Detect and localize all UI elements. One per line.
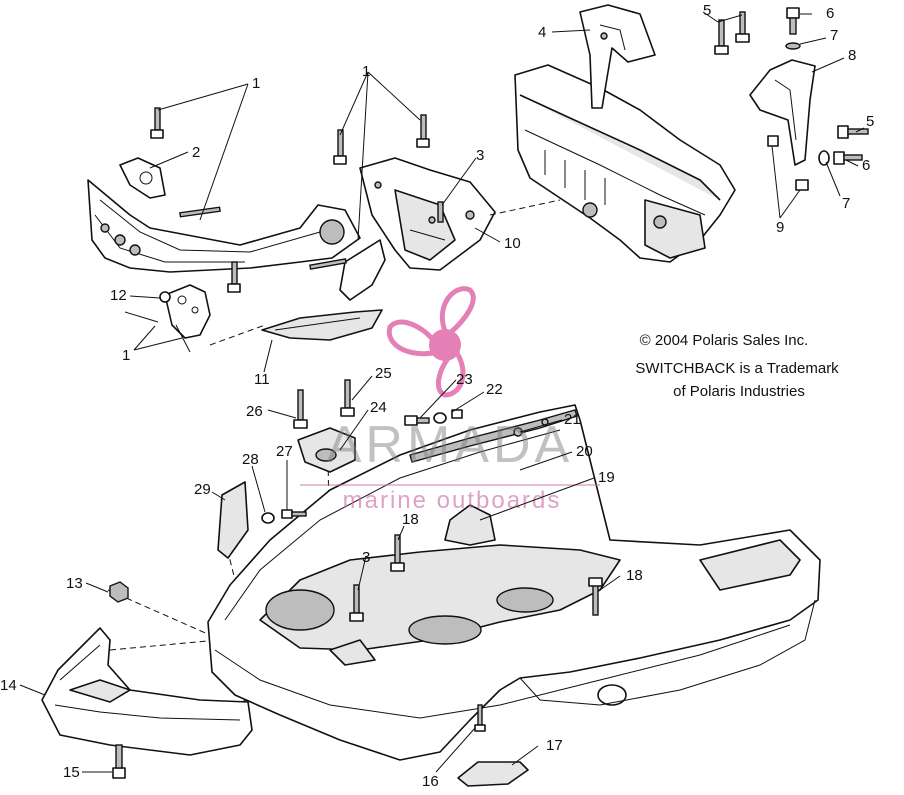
callout-9: 9 bbox=[776, 219, 784, 236]
callout-7: 7 bbox=[830, 27, 838, 44]
assembly-line bbox=[209, 324, 266, 346]
callout-6: 6 bbox=[826, 5, 834, 22]
assembly-line bbox=[107, 589, 211, 636]
support-11 bbox=[261, 239, 386, 341]
fasteners-top-right bbox=[714, 7, 869, 191]
callout-5: 5 bbox=[703, 2, 711, 19]
callout-4: 4 bbox=[538, 24, 546, 41]
callout-3: 3 bbox=[362, 549, 370, 566]
plate-29 bbox=[217, 481, 307, 559]
callout-7: 7 bbox=[842, 195, 850, 212]
callout-18: 18 bbox=[402, 511, 419, 528]
callout-10: 10 bbox=[504, 235, 521, 252]
callout-23: 23 bbox=[456, 371, 473, 388]
callout-8: 8 bbox=[848, 47, 856, 64]
callout-27: 27 bbox=[276, 443, 293, 460]
callout-17: 17 bbox=[546, 737, 563, 754]
callout-1: 1 bbox=[252, 75, 260, 92]
front-frame-left bbox=[87, 157, 361, 273]
bolts-upper-left bbox=[150, 107, 444, 303]
steering-support-10 bbox=[359, 157, 496, 271]
copyright-note: © 2004 Polaris Sales Inc. SWITCHBACK is … bbox=[635, 332, 839, 400]
callout-5: 5 bbox=[866, 113, 874, 130]
bracket-12 bbox=[124, 284, 211, 353]
callout-19: 19 bbox=[598, 469, 615, 486]
parts-22-26 bbox=[293, 379, 463, 473]
callout-1: 1 bbox=[362, 63, 370, 80]
fasteners-13-15 bbox=[109, 581, 129, 779]
callout-16: 16 bbox=[422, 773, 439, 790]
callout-11: 11 bbox=[254, 371, 270, 388]
copyright-text: © 2004 Polaris Sales Inc. bbox=[640, 332, 809, 349]
assembly-line bbox=[489, 199, 561, 216]
bracket-8 bbox=[749, 59, 816, 166]
plate-17 bbox=[457, 761, 529, 787]
callout-28: 28 bbox=[242, 451, 259, 468]
bracket-4 bbox=[579, 4, 656, 109]
callout-3: 3 bbox=[476, 147, 484, 164]
callout-24: 24 bbox=[370, 399, 387, 416]
callout-14: 14 bbox=[0, 677, 17, 694]
trademark-text-1: SWITCHBACK is a Trademark bbox=[635, 360, 839, 377]
callout-18: 18 bbox=[626, 567, 643, 584]
trademark-text-2: of Polaris Industries bbox=[673, 383, 805, 400]
watermark: ARMADA marine outboards bbox=[300, 286, 600, 514]
bolts-18-3 bbox=[349, 534, 603, 732]
callout-20: 20 bbox=[576, 443, 593, 460]
front-bumper-14 bbox=[41, 627, 253, 756]
bracket-2 bbox=[119, 157, 166, 199]
callout-25: 25 bbox=[375, 365, 392, 382]
callout-21: 21 bbox=[564, 411, 581, 428]
callout-12: 12 bbox=[110, 287, 127, 304]
leader-lines bbox=[19, 11, 865, 773]
callout-2: 2 bbox=[192, 144, 200, 161]
watermark-brand: ARMADA bbox=[327, 416, 573, 474]
propeller-logo bbox=[386, 286, 476, 398]
callout-numbers: 1 1 1 2 3 3 4 5 5 6 6 7 7 8 9 10 11 12 1… bbox=[0, 2, 874, 790]
bracket-19 bbox=[444, 504, 496, 546]
callout-29: 29 bbox=[194, 481, 211, 498]
edge-strip-20-21 bbox=[409, 409, 578, 463]
belly-pan bbox=[207, 404, 821, 761]
assembly-line bbox=[109, 639, 219, 651]
callout-13: 13 bbox=[66, 575, 83, 592]
cross-frame bbox=[514, 64, 736, 263]
callout-22: 22 bbox=[486, 381, 503, 398]
callout-15: 15 bbox=[63, 764, 80, 781]
callout-6: 6 bbox=[862, 157, 870, 174]
watermark-tagline: marine outboards bbox=[343, 487, 562, 514]
callout-26: 26 bbox=[246, 403, 263, 420]
callout-1: 1 bbox=[122, 347, 130, 364]
